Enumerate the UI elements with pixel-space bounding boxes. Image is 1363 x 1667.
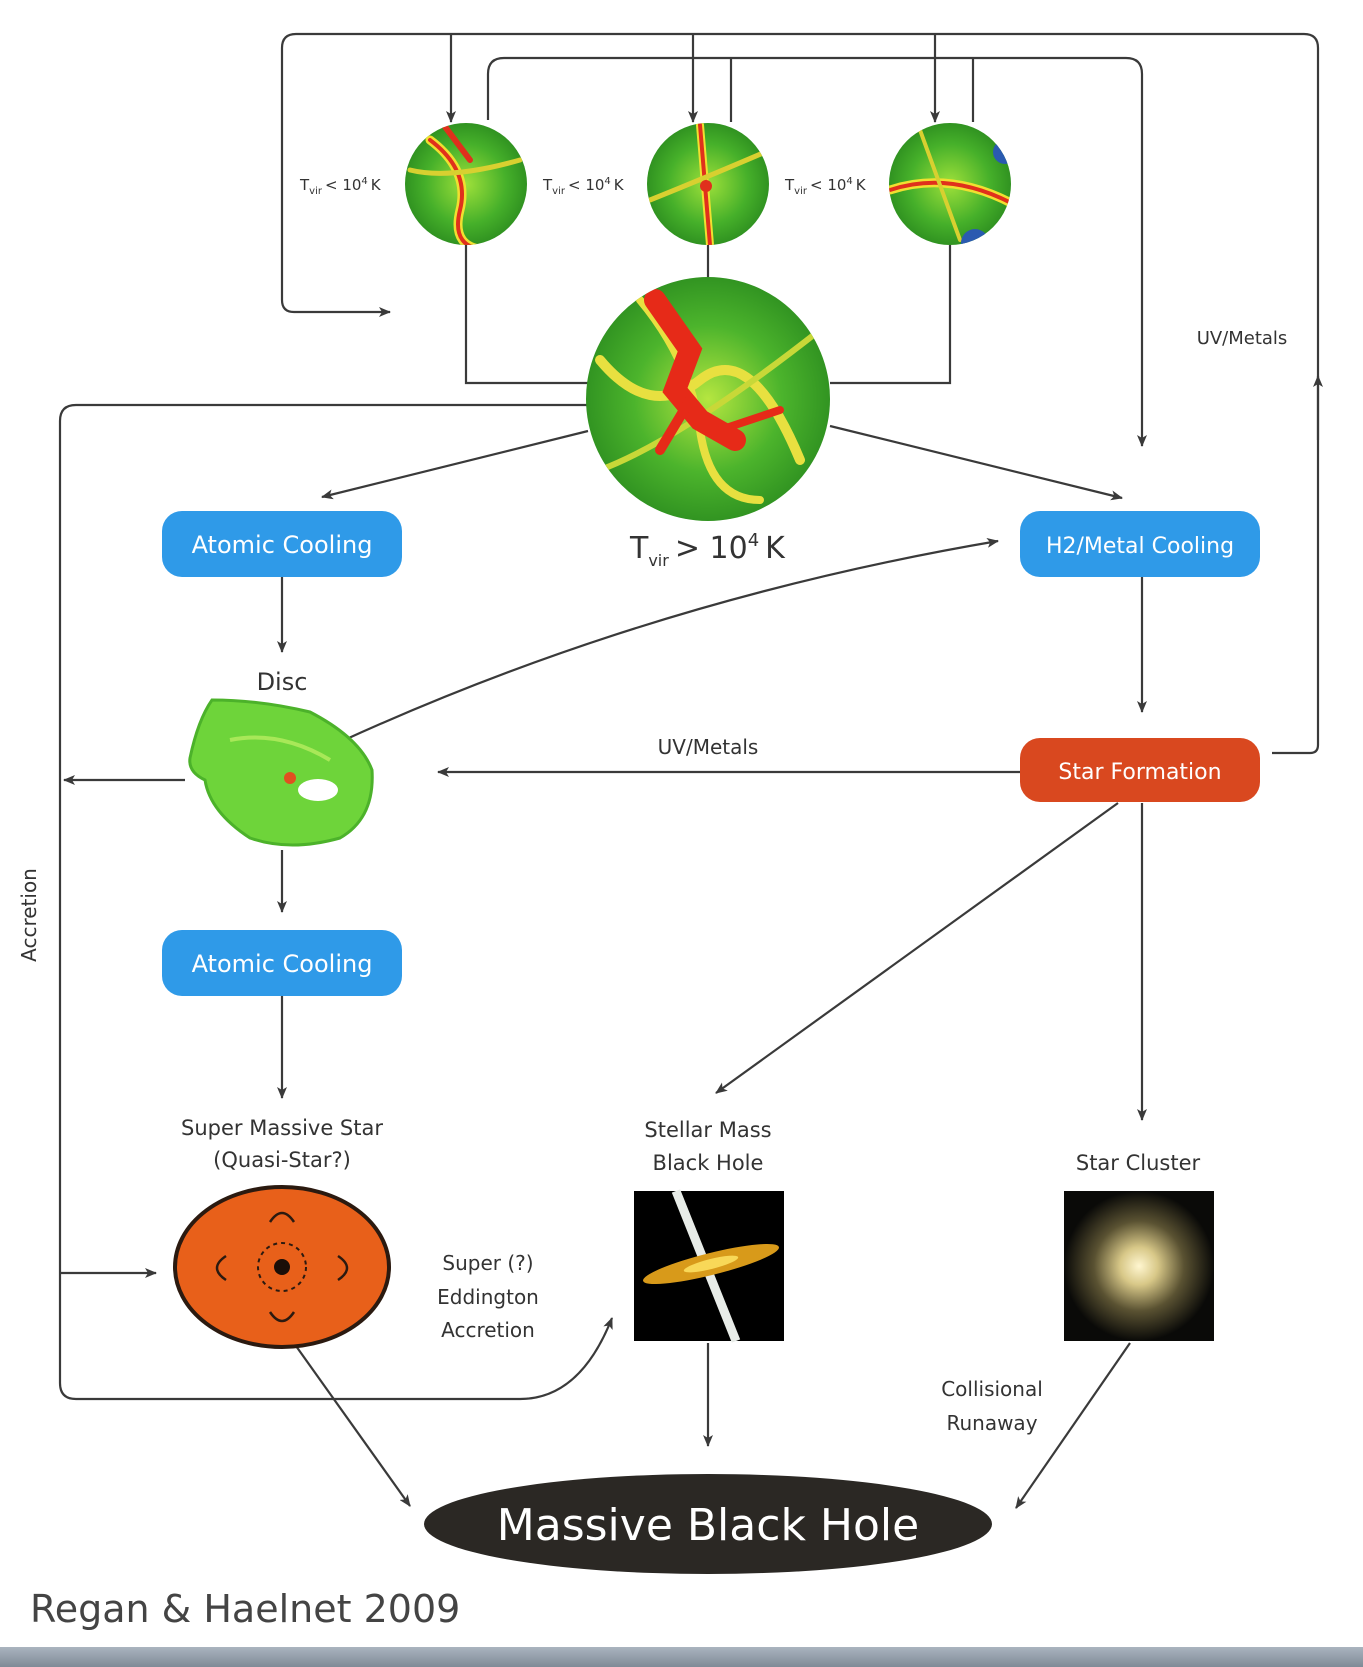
svg-text:Eddington: Eddington	[437, 1285, 539, 1309]
uv-metals-mid-label: UV/Metals	[658, 735, 759, 759]
uv-metals-right-label: UV/Metals	[1197, 328, 1288, 349]
halo-simulation-small-1	[405, 123, 527, 245]
star-formation-box: Star Formation	[1020, 738, 1260, 802]
stellar-bh-label-1: Stellar Mass	[644, 1118, 771, 1142]
svg-text:Super (?): Super (?)	[442, 1251, 533, 1275]
quasi-star-label: (Quasi-Star?)	[213, 1148, 351, 1172]
super-massive-star-illustration	[173, 1185, 391, 1349]
star-formation-label: Star Formation	[1058, 760, 1221, 785]
caption: Regan & Haelnet 2009	[30, 1587, 460, 1631]
halo-simulation-small-3	[889, 123, 1011, 245]
super-massive-star-label: Super Massive Star	[181, 1116, 383, 1140]
super-eddington-label: Super (?) Eddington Accretion	[437, 1251, 539, 1342]
connector-lines	[58, 32, 1323, 1509]
halo-simulation-large	[586, 277, 830, 521]
collisional-runaway-label: Collisional Runaway	[941, 1377, 1043, 1435]
halo-simulation-small-2	[647, 123, 769, 245]
stellar-black-hole-illustration	[634, 1189, 784, 1343]
disc-simulation	[188, 698, 374, 847]
disc-label: Disc	[257, 668, 308, 696]
h2-metal-cooling-label: H2/Metal Cooling	[1046, 534, 1234, 559]
h2-metal-cooling-box: H2/Metal Cooling	[1020, 511, 1260, 577]
atomic-cooling-box-2: Atomic Cooling	[162, 930, 402, 996]
atomic-cooling-label-2: Atomic Cooling	[192, 950, 373, 978]
star-cluster-label: Star Cluster	[1076, 1151, 1201, 1175]
svg-text:Collisional: Collisional	[941, 1377, 1043, 1401]
star-cluster-illustration	[1064, 1191, 1214, 1341]
massive-black-hole-label: Massive Black Hole	[497, 1500, 919, 1551]
atomic-cooling-label-1: Atomic Cooling	[192, 531, 373, 559]
accretion-label: Accretion	[17, 868, 41, 962]
atomic-cooling-box-1: Atomic Cooling	[162, 511, 402, 577]
svg-text:Accretion: Accretion	[441, 1318, 535, 1342]
bottom-bar	[0, 1647, 1363, 1667]
svg-text:Runaway: Runaway	[946, 1411, 1037, 1435]
stellar-bh-label-2: Black Hole	[653, 1151, 764, 1175]
massive-black-hole-node: Massive Black Hole	[424, 1474, 992, 1574]
